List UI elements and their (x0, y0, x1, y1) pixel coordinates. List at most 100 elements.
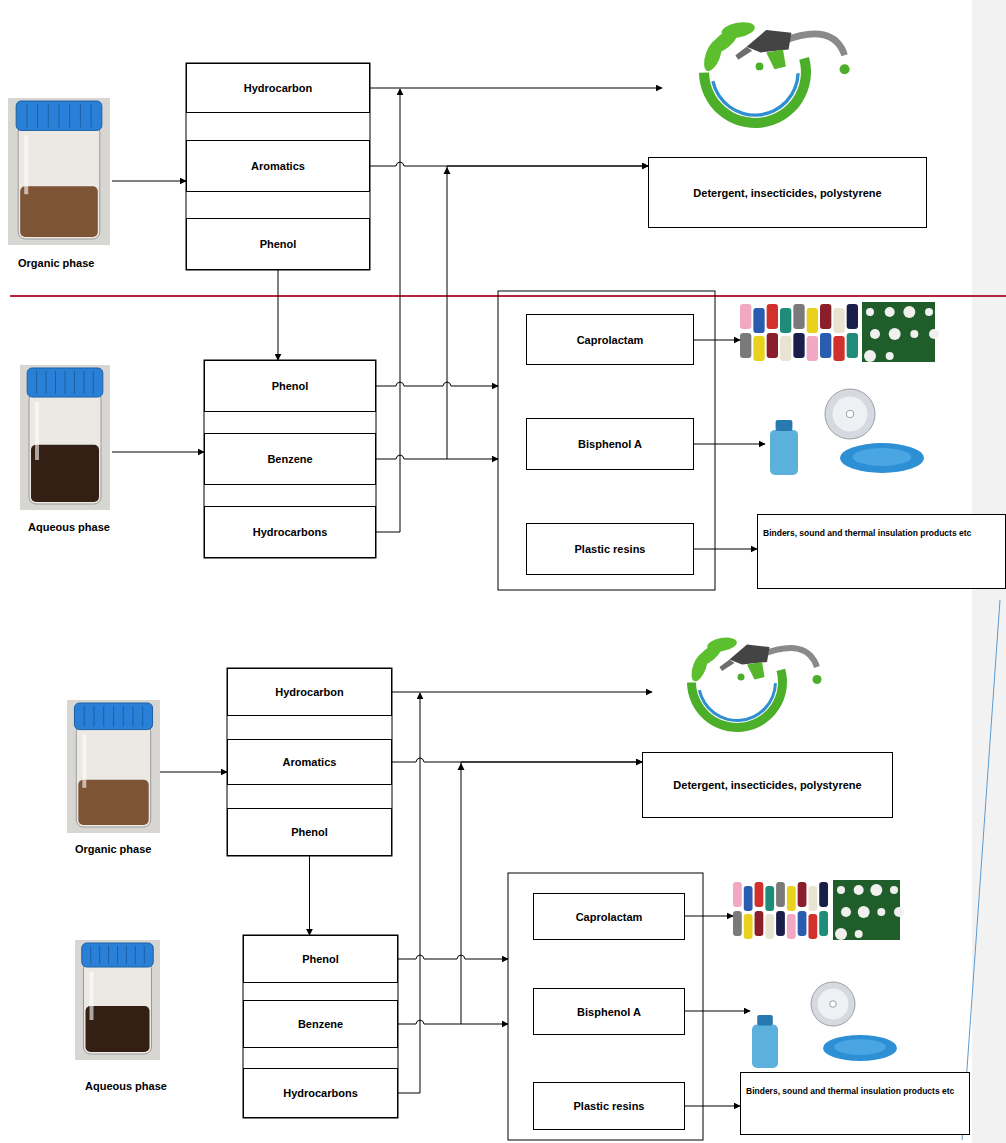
cap-ridge (36, 371, 37, 394)
box-text: Binders, sound and thermal insulation pr… (746, 1086, 954, 1097)
nozzle-spout (720, 660, 735, 672)
sample-jar (8, 98, 110, 245)
bottle-cap (776, 420, 793, 431)
jar-liquid (78, 780, 148, 825)
flow-line (392, 692, 652, 693)
rope-skein (798, 882, 807, 907)
plate (823, 1035, 897, 1061)
polycarbonate-products (770, 389, 924, 475)
rope-skein (780, 308, 791, 333)
cap-ridge (46, 371, 47, 394)
box-text: Benzene (298, 1018, 343, 1030)
cap-ridge (108, 946, 109, 964)
photo-ground (8, 98, 110, 245)
rope-skein (780, 336, 791, 361)
cap-ridge (103, 706, 104, 727)
application-box: Binders, sound and thermal insulation pr… (740, 1072, 970, 1135)
box-text: Plastic resins (575, 543, 646, 555)
rope-skein (755, 911, 764, 936)
swoosh (687, 669, 787, 732)
flow-line (461, 1024, 508, 1025)
rope-skein (765, 886, 774, 911)
biofuel-icon (687, 635, 821, 732)
jar-cap (16, 101, 102, 130)
cap-ridge (55, 371, 56, 394)
product-box: Phenol (204, 360, 376, 412)
box-text: Detergent, insecticides, polystyrene (673, 779, 861, 791)
disc-hole (830, 1001, 837, 1008)
biofuel-icon (699, 20, 850, 128)
rope-skein (733, 911, 742, 936)
plate-well (853, 448, 912, 466)
water-bottle (770, 430, 798, 475)
nylon-gear (870, 329, 880, 339)
photo-ground (75, 940, 160, 1060)
rope-skein (740, 304, 751, 329)
jar-glint (24, 135, 28, 194)
flow-arrow (376, 166, 648, 459)
product-box: Caprolactam (533, 893, 685, 940)
application-box: Binders, sound and thermal insulation pr… (757, 514, 1006, 589)
cap-ridge (59, 104, 60, 127)
product-box: Hydrocarbon (227, 668, 392, 716)
nylon-gear (889, 328, 901, 340)
nylon-gear (841, 907, 851, 917)
rope-skein (833, 336, 844, 361)
leaf (700, 37, 725, 74)
product-box: Detergent, insecticides, polystyrene (648, 157, 927, 228)
fuel-drop (756, 62, 764, 70)
cap-ridge (84, 706, 85, 727)
nylon-gear (929, 329, 939, 339)
margin-line (962, 600, 1000, 1140)
cap-ridge (142, 706, 143, 727)
box-text: Binders, sound and thermal insulation pr… (763, 528, 971, 539)
box-text: Caprolactam (577, 334, 644, 346)
disc-hole (846, 410, 854, 418)
nylon-gear (925, 308, 933, 316)
jar-liquid (20, 186, 98, 237)
rope-skein (776, 882, 785, 907)
cap-ridge (37, 104, 38, 127)
fuel-drop (813, 675, 822, 684)
plate-well (834, 1039, 886, 1055)
cap-ridge (69, 104, 70, 127)
rope-skein (807, 336, 818, 361)
sample-jar (20, 365, 110, 510)
cap-ridge (133, 706, 134, 727)
product-box: Aromatics (186, 140, 370, 192)
rope-skein (744, 886, 753, 911)
cap-ridge (113, 706, 114, 727)
swoosh-inner (711, 73, 800, 117)
nozzle (730, 645, 770, 665)
phase-label: Organic phase (18, 257, 94, 269)
hose (783, 34, 845, 55)
rope-skein (847, 333, 858, 358)
product-box: Detergent, insecticides, polystyrene (642, 752, 893, 818)
cap-ridge (117, 946, 118, 964)
phase-divider (10, 295, 1006, 297)
rope-skein (733, 882, 742, 907)
product-box: Aromatics (227, 739, 392, 785)
rope-skein (793, 333, 804, 358)
phase-label: Aqueous phase (28, 521, 110, 533)
nylon-products (740, 302, 939, 362)
product-box: Hydrocarbons (204, 506, 376, 558)
nylon-gear (877, 908, 885, 916)
nylon-gear (903, 306, 915, 318)
plate (840, 443, 924, 473)
flow-arrow (685, 1106, 740, 1107)
sample-jar (75, 940, 160, 1060)
bottle-cap (757, 1015, 773, 1026)
rope-skein (776, 911, 785, 936)
fuel-drop (840, 64, 850, 74)
phase-label: Aqueous phase (85, 1080, 167, 1092)
nozzle-handle (766, 50, 786, 70)
nylon-gear (890, 886, 898, 894)
box-text: Caprolactam (576, 911, 643, 923)
flow-line (160, 772, 227, 773)
rope-skein (820, 304, 831, 329)
flow-line (376, 89, 400, 532)
rope-skein (847, 304, 858, 329)
rope-skein (787, 914, 796, 939)
